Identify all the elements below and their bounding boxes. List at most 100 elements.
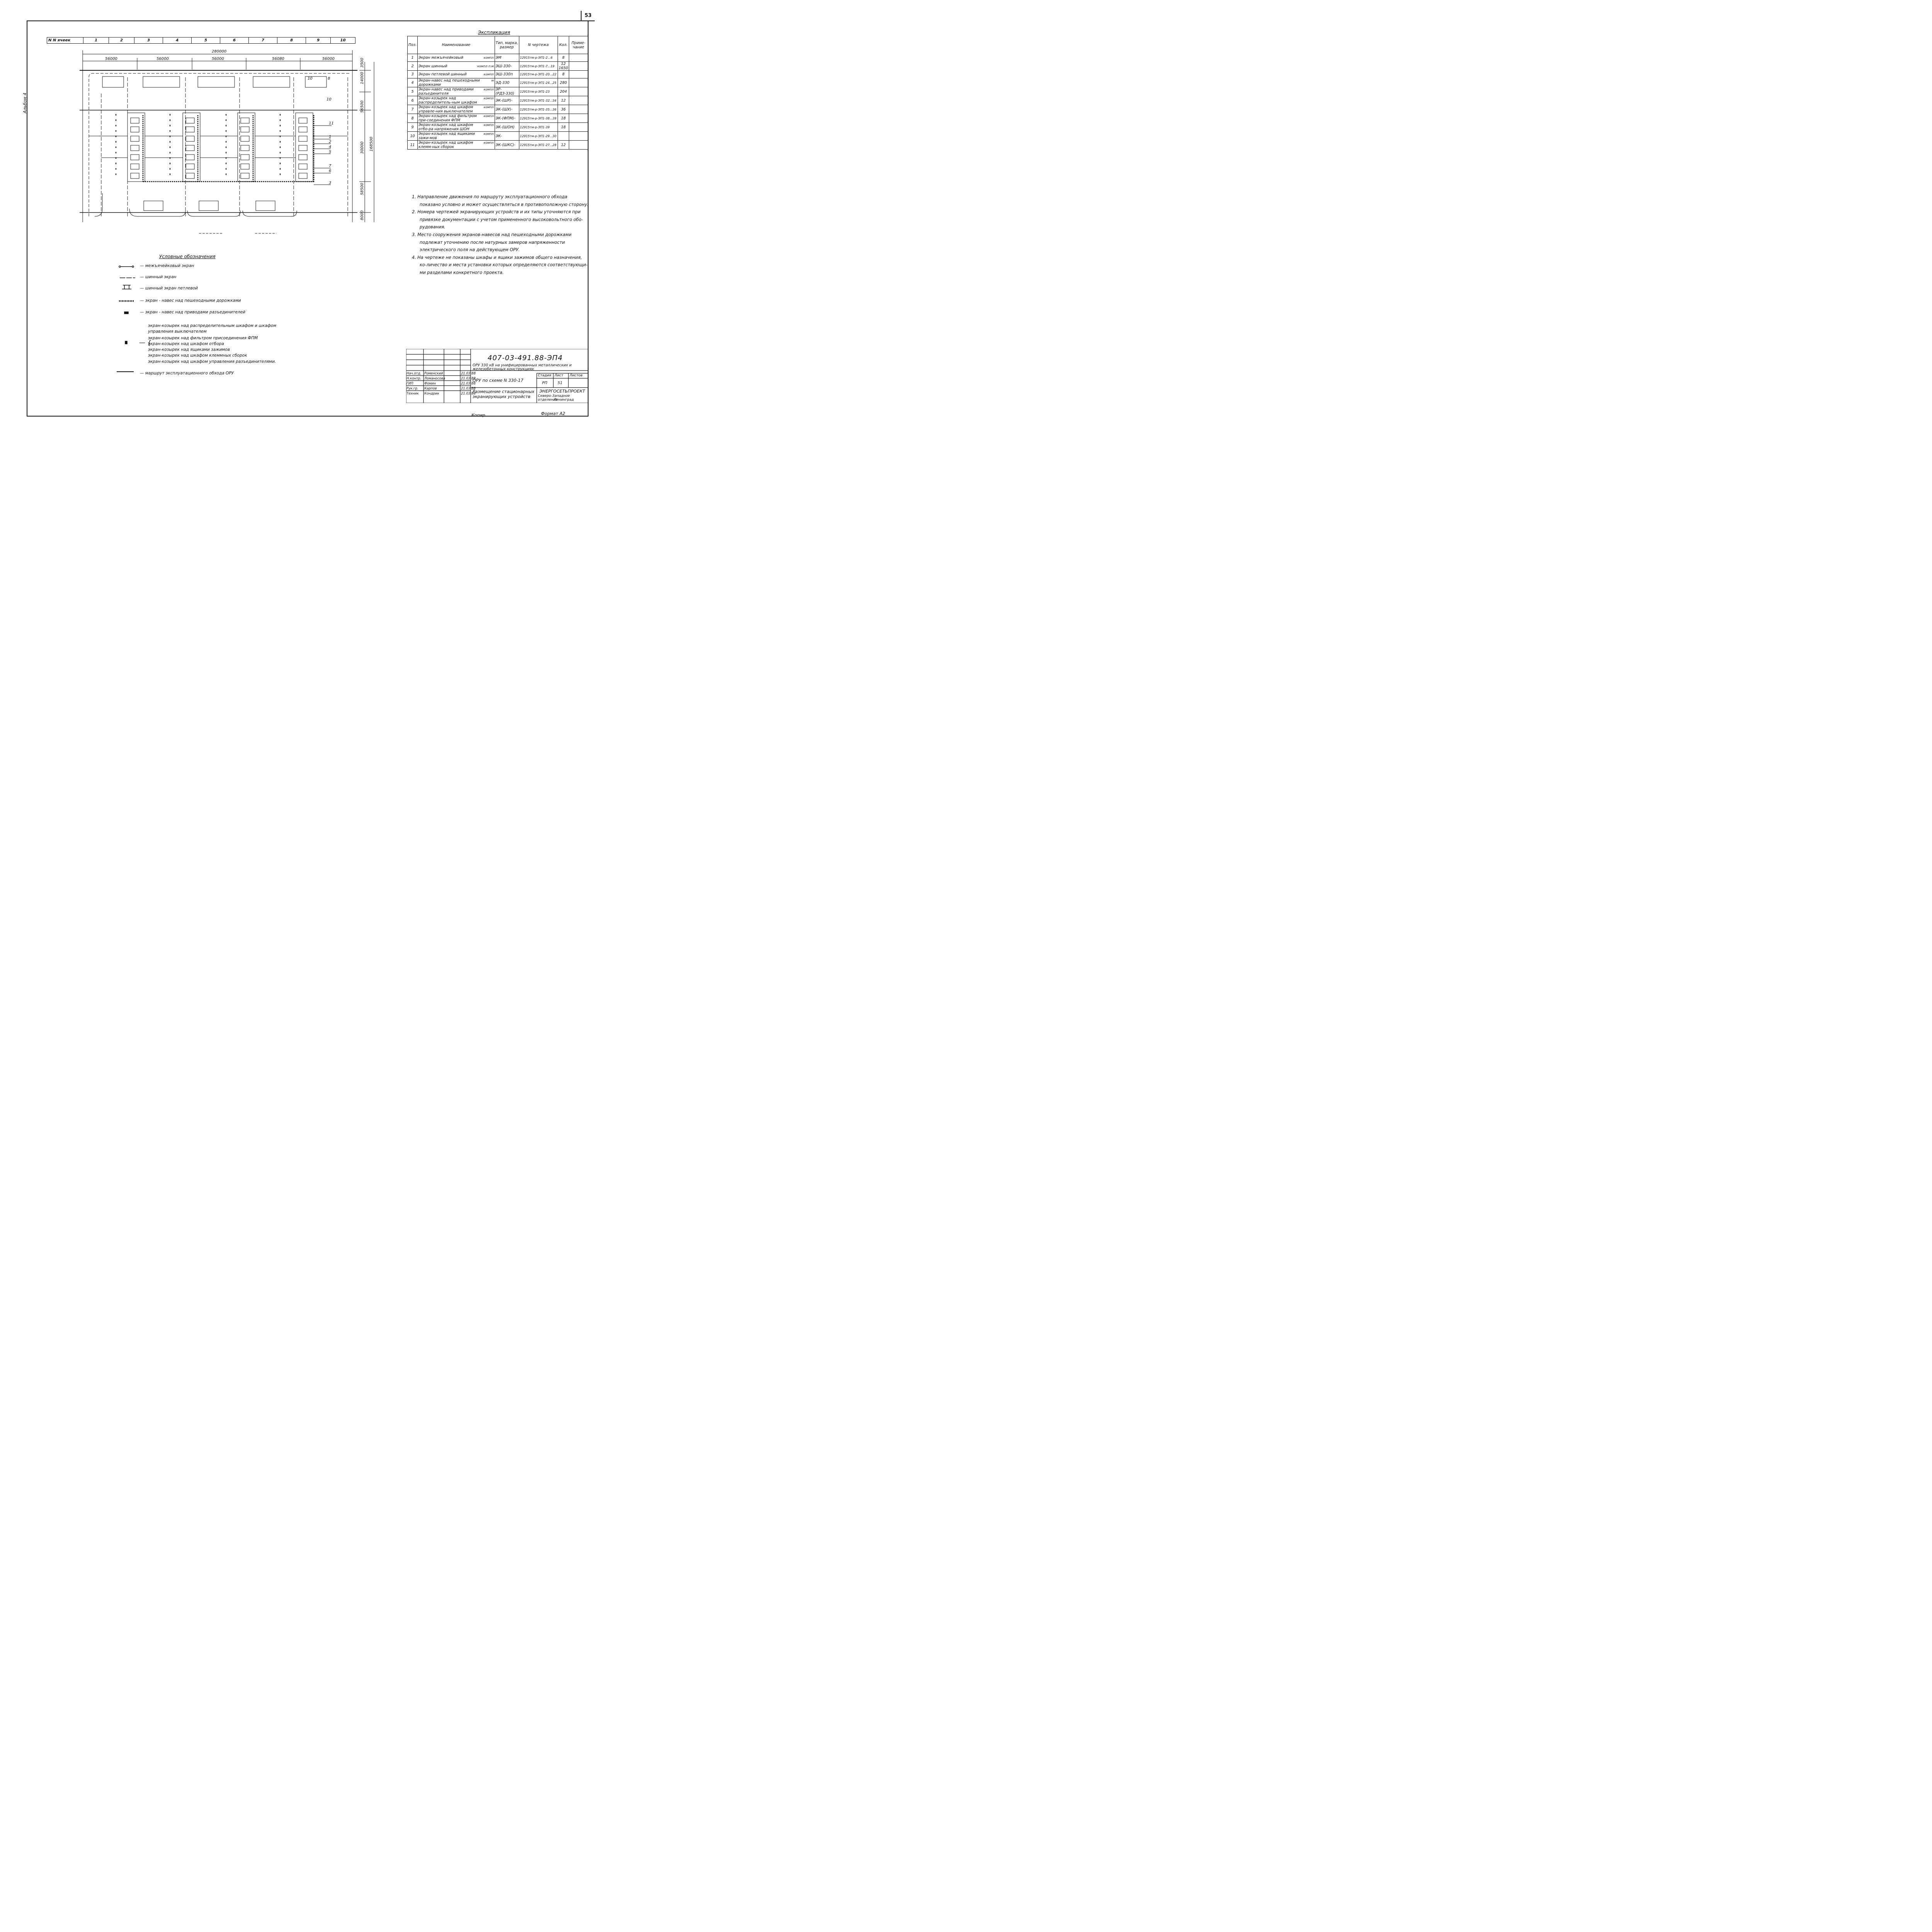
header-drawing: N чертежа [519,36,558,54]
explication-pos: 7 [407,105,418,114]
stamp-person: Фомин [424,382,436,386]
explication-type: ЭК- [494,131,519,141]
explication-pos: 11 [407,140,418,150]
cell-number: 5 [191,37,220,44]
span-dimension: 56000 [105,57,117,61]
explication-pos: 4 [407,78,418,87]
explication-qty: 36 [557,105,570,114]
explication-row: 6 компл Экран-козырек над распределитель-н… [407,96,588,105]
legend-item: управления выключателем [148,329,207,334]
stamp-role: Н.контр. [406,377,422,381]
header-pos: Поз. [407,36,418,54]
note-item: 1. Направление движения по маршруту эксп… [412,194,588,207]
stamp-sheet: 51 [558,381,563,385]
callout-number: 11 [329,121,334,126]
explication-table: Поз. Наименование Тип, марка, размер N ч… [407,36,588,150]
explication-drawing: 12915тм-р-ЭП1-29...30 [519,131,558,141]
explication-name-text: Экран шинный [418,64,447,68]
explication-type: ЭК-(ФПМ)- [494,114,519,123]
stamp-person: Карпов [424,387,437,391]
copied-label: Копир. [471,413,487,418]
explication-note [569,54,588,62]
explication-drawing: 12915тм-р-ЭП1-7...19 [519,61,558,71]
substation-plan: 280000 56000 56000 56000 56080 56000 350… [80,49,374,234]
explication-pos: 3 [407,70,418,78]
explication-name-text: Экран межъячейковый [418,56,463,60]
explication-type: ЭР-(РДЗ-330) [494,87,519,96]
header-type: Тип, марка, размер [494,36,519,54]
right-dimension: 30000 [360,141,364,154]
stamp-role: Рук.гр. [406,387,418,391]
explication-pos: 6 [407,96,418,105]
header-qty: Кол. [557,36,570,54]
explication-name-text: Экран-козырек над распределитель-ным шка… [418,96,477,105]
span-dimension: 56000 [156,57,169,61]
explication-unit: компл [483,97,494,100]
explication-name: компл Экран межъячейковый [417,54,495,62]
explication-name-text: Экран-козырек над шкафом управле-ния вык… [418,105,473,114]
callout-number: 1 [329,135,331,139]
header-note: Приме-чание [569,36,588,54]
callout-number: 5 [329,150,331,154]
explication-drawing: 12915тм-р-ЭП1-35...36 [519,105,558,114]
explication-drawing: 12915тм-р-ЭП1-23 [519,87,558,96]
explication-type: ЭК-(ШОН) [494,122,519,132]
legend-item: экран-козырек над ящиками зажимов [148,347,230,352]
explication-type: ЭК-(ШУ)- [494,105,519,114]
callout-number: 4 [329,145,331,149]
explication-pos: 5 [407,87,418,96]
explication-name-text: Экран-козырек над шкафом отбо-ра напряже… [418,123,473,131]
explication-unit: компл [483,141,494,145]
drive-canopy-symbol [124,311,129,314]
span-dimension: 56000 [322,57,335,61]
explication-qty: 12 [557,140,570,150]
explication-pos: 10 [407,131,418,141]
explication-qty: 8 [557,54,570,62]
explication-drawing: 12915тм-р-ЭП1-32...34 [519,96,558,105]
callout-number: 2 [329,140,331,144]
explication-unit: компл [483,56,494,60]
legend-symbols [117,265,135,372]
cell-number: 3 [134,37,163,44]
legend-item: экран-козырек над шкафом клеммных сборок [148,353,247,358]
notes: 1. Направление движения по маршруту эксп… [412,193,590,277]
explication-name-text: Экран-козырек над шкафом клемм-ных сборо… [418,141,473,149]
explication-pos: 2 [407,61,418,71]
explication-unit: компл [483,105,494,109]
legend-item: экран-козырек над фильтром присоединения… [148,336,258,340]
cell-number: 4 [163,37,192,44]
cell-bay [127,112,145,182]
callout-number: 3 [329,181,331,185]
explication-name-text: Экран-козырек над ящиками зажи-мов [418,132,475,140]
explication-type: ЭШ-330- [494,61,519,71]
explication-note [569,96,588,105]
page-number: 53 [581,11,595,21]
legend-item: — экран - навес над приводами разъединит… [140,310,245,315]
explication-qty: 12 [557,96,570,105]
span-dimension: 56000 [212,57,224,61]
stamp-project: ОРУ 330 кВ на унифицированных металличес… [473,363,572,371]
stamp-person: Кондрик [424,392,439,396]
legend-item: — маршрут эксплуатационного обхода ОРУ [140,371,234,376]
legend-item: — шинный экран [140,275,177,279]
note-item: 4. На чертеже не показаны шкафы и ящики … [412,255,588,275]
cells-header: N N ячеек [47,37,83,44]
stamp-person: Ломаносова [424,377,446,381]
stamp-sheets-label: Листов [570,374,583,378]
stamp-stage-label: Стадия [538,374,551,378]
explication-qty: 8 [557,70,570,78]
explication-note [569,122,588,132]
explication-unit: компл п.м [477,64,494,68]
explication-qty: 12 1650 [557,61,570,71]
